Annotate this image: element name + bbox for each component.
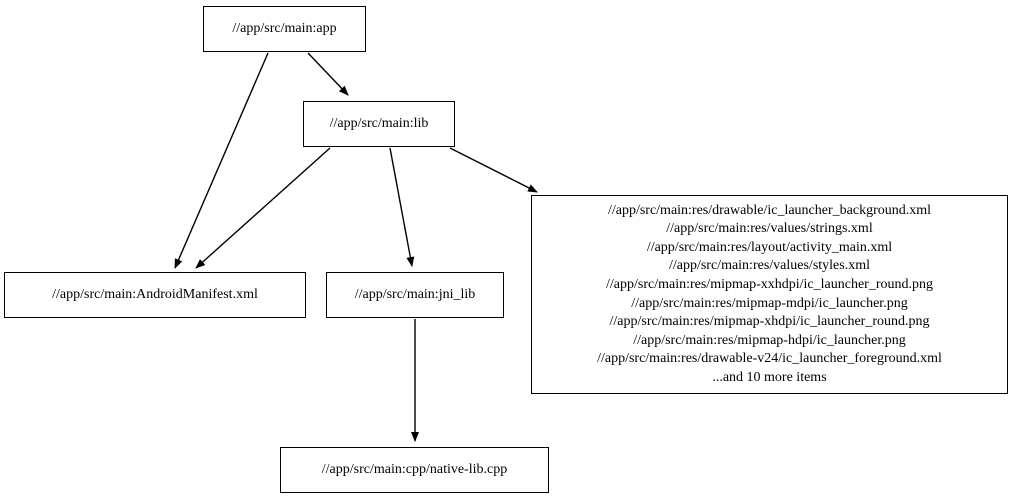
graph-node-label: //app/src/main:lib bbox=[329, 116, 429, 131]
graph-node-manifest[interactable]: //app/src/main:AndroidManifest.xml bbox=[4, 272, 306, 318]
graph-edge-lib-to-resources bbox=[449, 147, 538, 193]
graph-edge-app-to-lib bbox=[307, 52, 349, 96]
graph-node-app[interactable]: //app/src/main:app bbox=[203, 6, 366, 52]
graph-node-lib[interactable]: //app/src/main:lib bbox=[303, 101, 455, 147]
graph-edge-lib-to-jni-lib bbox=[389, 147, 415, 267]
graph-node-label: //app/src/main:res/drawable/ic_launcher_… bbox=[597, 202, 942, 385]
graph-edge-app-to-manifest bbox=[174, 52, 269, 269]
graph-node-label: //app/src/main:AndroidManifest.xml bbox=[52, 287, 258, 302]
graph-node-native_lib[interactable]: //app/src/main:cpp/native-lib.cpp bbox=[280, 447, 549, 493]
graph-node-jni_lib[interactable]: //app/src/main:jni_lib bbox=[326, 272, 504, 318]
graph-node-label: //app/src/main:app bbox=[232, 21, 337, 36]
graph-node-label: //app/src/main:jni_lib bbox=[354, 287, 476, 302]
graph-edge-lib-to-manifest bbox=[195, 147, 331, 269]
graph-node-label: //app/src/main:cpp/native-lib.cpp bbox=[321, 462, 508, 477]
graph-node-resources[interactable]: //app/src/main:res/drawable/ic_launcher_… bbox=[531, 195, 1008, 394]
